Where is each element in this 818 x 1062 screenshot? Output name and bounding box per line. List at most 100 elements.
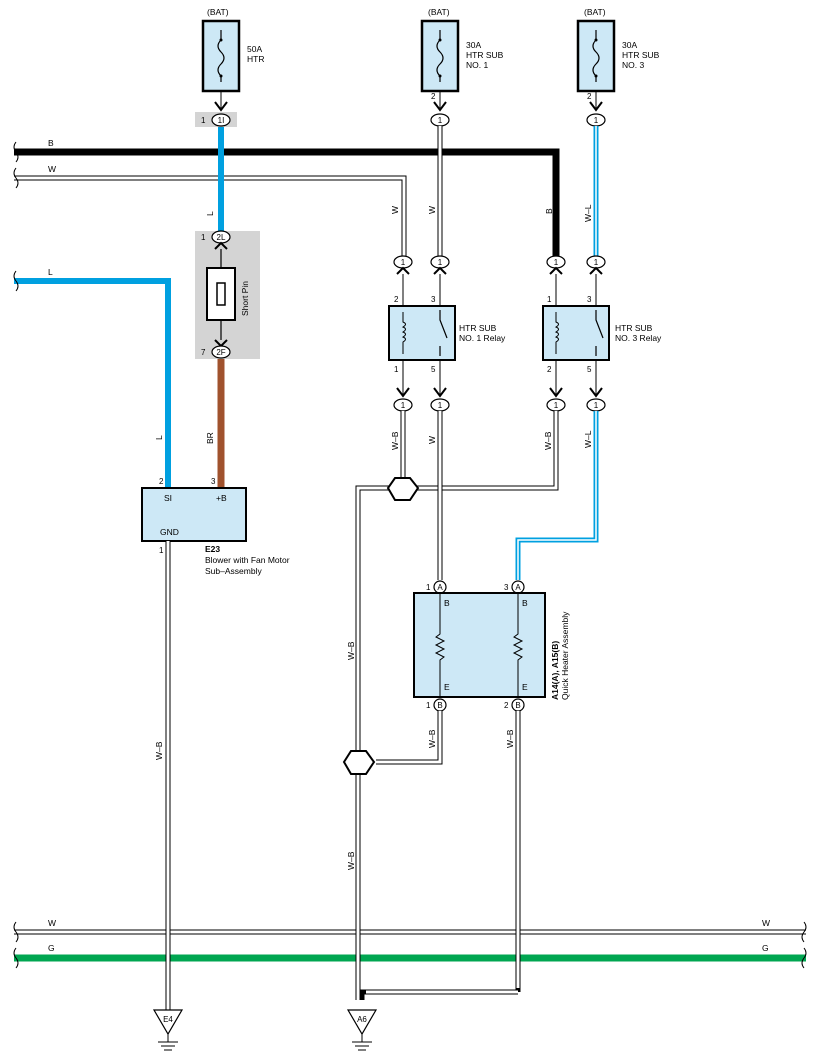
wire-label-wb-blower: W–B — [154, 741, 164, 760]
connector-2l-label: 2L — [217, 233, 226, 242]
relay-1-pin-tr: 3 — [431, 295, 436, 304]
wire-label-br: BR — [205, 432, 215, 444]
heater-conn-a1-label: A — [437, 583, 443, 592]
connectors-row-top — [393, 255, 606, 306]
heater-pin3: 3 — [504, 583, 509, 592]
connector-1i-label: 1I — [218, 116, 225, 125]
connector-1i — [211, 113, 231, 127]
wire-label-wb-heater-b1: W–B — [427, 729, 437, 748]
relay-1-pin-tl: 2 — [394, 295, 399, 304]
bus-label-g-right: G — [762, 943, 769, 953]
wire-label-w-fuse2: W — [427, 206, 437, 214]
conn-top-1: 1 — [401, 258, 406, 267]
bus-wire-b — [14, 148, 560, 262]
bus-label-b: B — [48, 138, 54, 148]
blower-name2: Sub–Assembly — [205, 566, 262, 576]
junction-2 — [342, 750, 376, 775]
fuse-1-pin: 1 — [201, 116, 206, 125]
fuse-1-icon — [217, 30, 225, 82]
short-pin-bottom-pin: 7 — [201, 348, 206, 357]
relay-3-pin-tl: 1 — [547, 295, 552, 304]
fuse-1-bat-label: (BAT) — [207, 7, 229, 17]
relay-3-pin-tr: 3 — [587, 295, 592, 304]
wire-label-wb-trunk-1: W–B — [346, 641, 356, 660]
relay-1-switch-icon — [439, 310, 448, 356]
wire-label-wb-relay3: W–B — [543, 431, 553, 450]
heater-pin1: 1 — [426, 583, 431, 592]
junction-1 — [386, 477, 420, 501]
relay-3-switch-icon — [595, 310, 604, 356]
wire-label-b: B — [544, 208, 554, 214]
wire-label-wl-top: W–L — [583, 204, 593, 222]
fuse-2-name: HTR SUB — [466, 50, 504, 60]
fuse-2-name2: NO. 1 — [466, 60, 488, 70]
relay-1-pin-br: 5 — [431, 365, 436, 374]
fuse-2-rating: 30A — [466, 40, 481, 50]
blower-name: Blower with Fan Motor — [205, 555, 290, 565]
wire-label-wl-heater: W–L — [583, 430, 593, 448]
ground-a6 — [346, 1009, 378, 1036]
bus-label-w-bottom-left: W — [48, 918, 56, 928]
wire-label-l-1: L — [205, 211, 215, 216]
wire-wb-relay3 — [416, 411, 559, 491]
blower-si: SI — [164, 493, 172, 503]
relay-3-name: HTR SUB — [615, 323, 653, 333]
wire-label-w-top: W — [390, 206, 400, 214]
bus-label-w-top: W — [48, 164, 56, 174]
conn-top-3: 1 — [554, 258, 559, 267]
relay-3-pin-bl: 2 — [547, 365, 552, 374]
relay-3 — [542, 305, 610, 361]
short-pin-label: Short Pin — [240, 281, 250, 316]
ground-a6-label: A6 — [357, 1015, 367, 1024]
relay-1-name: HTR SUB — [459, 323, 497, 333]
connector-2f-label: 2F — [216, 348, 225, 357]
conn-top-4: 1 — [594, 258, 599, 267]
relay-1-coil-icon — [401, 312, 406, 354]
bus-label-l: L — [48, 267, 53, 277]
wire-label-wb-relay1: W–B — [390, 431, 400, 450]
heater-b-left: B — [444, 598, 450, 608]
fuse-3-icon — [592, 30, 600, 82]
fuse-3-rating: 30A — [622, 40, 637, 50]
heater-pin1b: 1 — [426, 701, 431, 710]
wire-label-l-2: L — [154, 435, 164, 440]
heater-conn-a3-label: A — [515, 583, 521, 592]
fuse-2-icon — [436, 30, 444, 82]
fuse-3-name2: NO. 3 — [622, 60, 644, 70]
wire-label-w-heater: W — [427, 436, 437, 444]
blower-pin-b: 3 — [211, 477, 216, 486]
relay-bottom-stubs — [393, 360, 606, 412]
heater-resistor-2 — [512, 593, 524, 697]
heater-name: Quick Heater Assembly — [560, 611, 570, 700]
connector-f2-label: 1 — [438, 116, 443, 125]
blower-pin-si: 2 — [159, 477, 164, 486]
conn-top-2: 1 — [438, 258, 443, 267]
wire-label-wb-trunk-2: W–B — [346, 851, 356, 870]
fuse-1-name: HTR — [247, 54, 264, 64]
conn-bot-1: 1 — [401, 401, 406, 410]
bus-label-w-bottom-right: W — [762, 918, 770, 928]
fuse-2-pin: 2 — [431, 92, 436, 101]
heater-pin2b: 2 — [504, 701, 509, 710]
heater-resistor-1 — [434, 593, 446, 697]
fuse-2-bat-label: (BAT) — [428, 7, 450, 17]
blower-gnd: GND — [160, 527, 179, 537]
relay-3-coil-icon — [554, 312, 559, 354]
relay-3-name2: NO. 3 Relay — [615, 333, 662, 343]
relay-1 — [388, 305, 456, 361]
blower-pin-gnd: 1 — [159, 546, 164, 555]
connector-f3-label: 1 — [594, 116, 599, 125]
conn-bot-3: 1 — [554, 401, 559, 410]
heater-code: A14(A), A15(B) — [550, 641, 560, 700]
relay-1-pin-bl: 1 — [394, 365, 399, 374]
fuse-3-name: HTR SUB — [622, 50, 660, 60]
conn-bot-4: 1 — [594, 401, 599, 410]
blower-code: E23 — [205, 544, 220, 554]
short-pin-top-pin: 1 — [201, 233, 206, 242]
fuse-3-bat-label: (BAT) — [584, 7, 606, 17]
wire-label-wb-heater-b2: W–B — [505, 729, 515, 748]
fuse-1-rating: 50A — [247, 44, 262, 54]
heater-b-right: B — [522, 598, 528, 608]
heater-conn-b1-label: B — [437, 701, 442, 710]
